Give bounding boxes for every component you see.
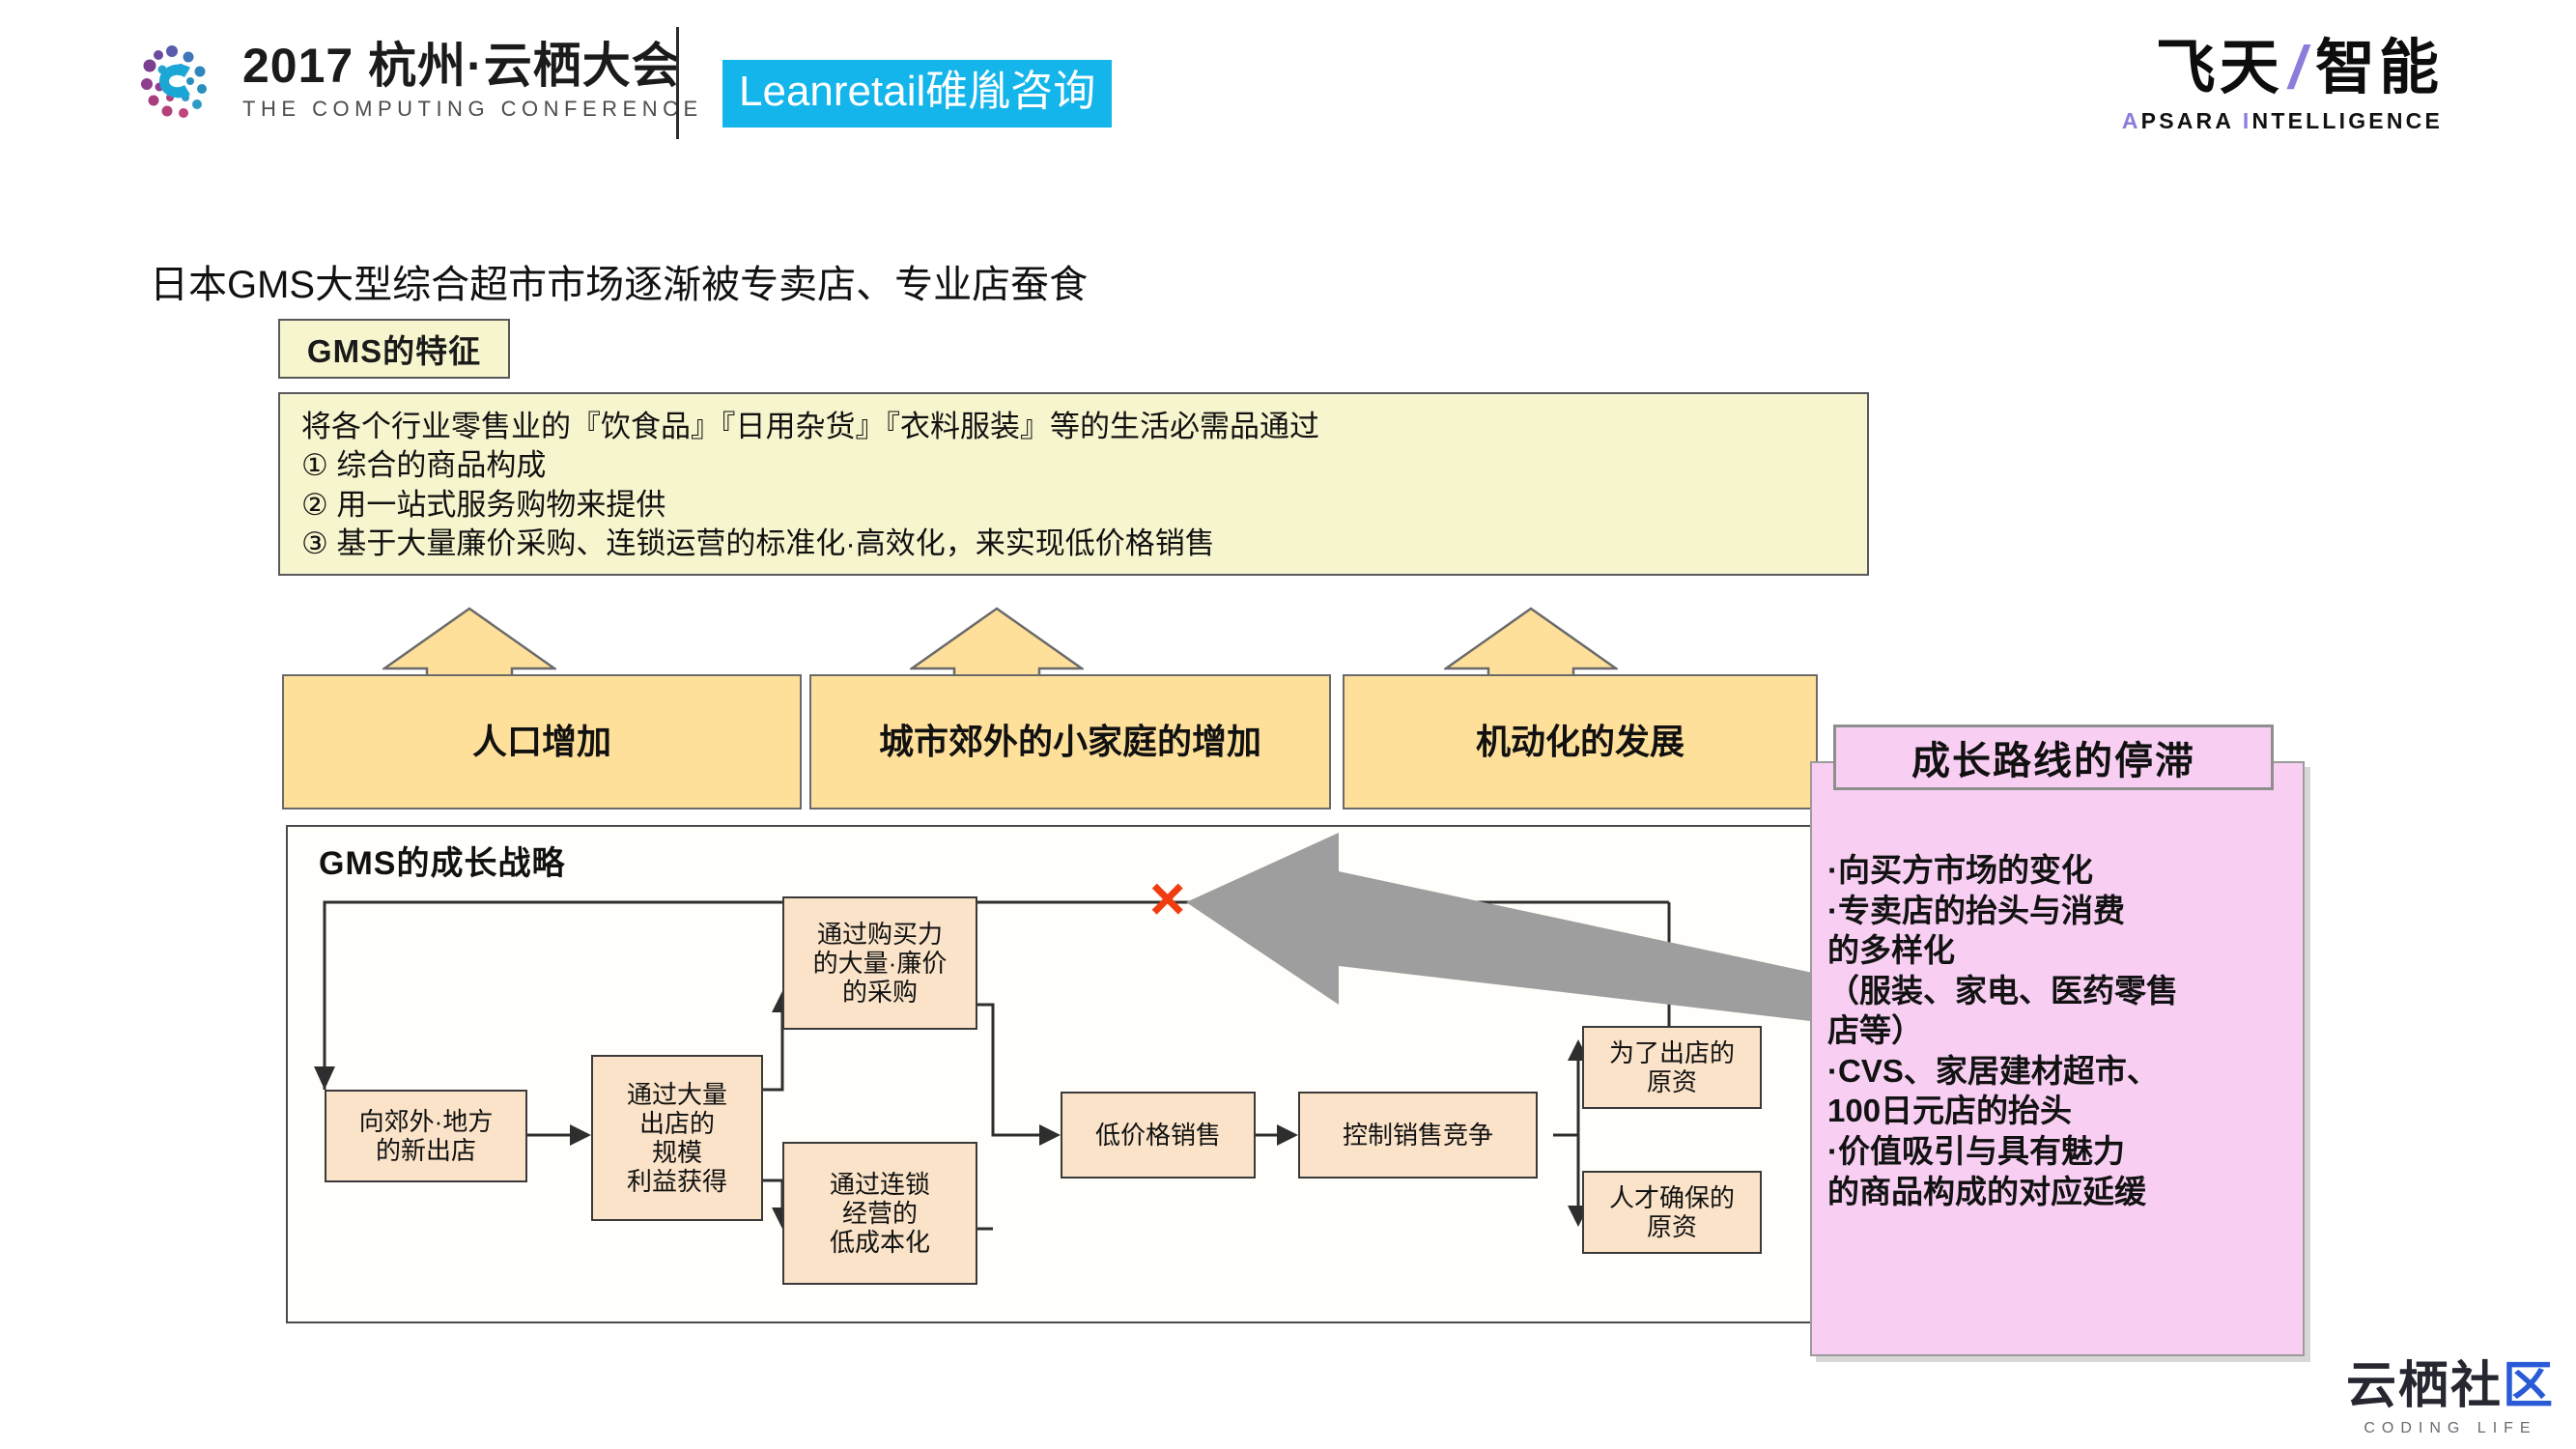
flow-node-box: 通过购买力 的大量·廉价 的采购 [782, 896, 977, 1030]
strategy-panel-title: GMS的成长战略 [319, 845, 566, 882]
stagnation-line: 店等） [1827, 1012, 1923, 1049]
stagnation-tag: 成长路线的停滞 [1833, 724, 2274, 790]
stagnation-line: 的商品构成的对应延缓 [1827, 1173, 2146, 1209]
slide-header: 2017 杭州·云栖大会 THE COMPUTING CONFERENCE Le… [0, 0, 2576, 164]
stagnation-body: ·向买方市场的变化 ·专卖店的抬头与消费 的多样化 （服装、家电、医药零售 店等… [1827, 850, 2303, 1211]
driver-box: 机动化的发展 [1343, 674, 1818, 810]
conference-logo: 2017 杭州·云栖大会 THE COMPUTING CONFERENCE [130, 37, 703, 126]
presenter-badge: Leanretail碓胤咨询 [722, 60, 1113, 128]
apsara-en-i: I [2242, 108, 2252, 133]
stagnation-line: ·专卖店的抬头与消费 [1827, 892, 2125, 928]
gms-feature-line: 将各个行业零售业的『饮食品』『日用杂货』『衣料服装』等的生活必需品通过 [301, 410, 1319, 443]
conference-name: 杭州·云栖大会 [368, 38, 681, 93]
stagnation-line: ·向买方市场的变化 [1827, 852, 2093, 888]
yunqi-logo-en: CODING LIFE [2364, 1420, 2537, 1436]
stagnation-line: ·CVS、家居建材超市、 [1827, 1052, 2159, 1089]
stagnation-line: （服装、家电、医药零售 [1827, 972, 2178, 1009]
yunqi-community-logo: 云栖社区 CODING LIFE [2346, 1361, 2555, 1437]
apsara-cn-right: 智能 [2314, 35, 2443, 101]
flow-node-box: 通过大量 出店的 规模 利益获得 [591, 1055, 763, 1221]
gms-feature-tag: GMS的特征 [278, 319, 510, 379]
apsara-en-ntelligence: NTELLIGENCE [2251, 108, 2443, 133]
gms-feature-line: ② 用一站式服务购物来提供 [301, 487, 666, 522]
yunqi-logo-cn-main: 云栖社 [2345, 1358, 2503, 1414]
conference-year: 2017 [242, 38, 354, 93]
stagnation-line: 的多样化 [1827, 932, 1955, 969]
flow-node-box: 为了出店的 原资 [1582, 1026, 1762, 1109]
conference-title: 2017 杭州·云栖大会 [242, 41, 703, 92]
apsara-intelligence-logo: 飞天/智能 APSARA INTELLIGENCE [2122, 39, 2443, 134]
header-divider [676, 27, 679, 139]
computing-conference-mark-icon [130, 37, 219, 126]
flow-node-box: 低价格销售 [1061, 1092, 1256, 1179]
flow-node-box: 向郊外·地方 的新出店 [325, 1090, 527, 1182]
yunqi-logo-cn-accent: 区 [2502, 1358, 2555, 1414]
yunqi-logo-cn: 云栖社区 [2346, 1361, 2555, 1411]
flow-node-box: 控制销售竞争 [1298, 1092, 1538, 1179]
apsara-en-a: A [2121, 108, 2141, 133]
break-marker-x-icon: × [1149, 864, 1186, 933]
driver-box: 城市郊外的小家庭的增加 [809, 674, 1331, 810]
flow-node-box: 人才确保的 原资 [1582, 1171, 1762, 1254]
stagnation-line: 100日元店的抬头 [1827, 1093, 2073, 1129]
apsara-slash-icon: / [2288, 35, 2309, 101]
apsara-logo-en: APSARA INTELLIGENCE [2122, 108, 2443, 134]
stagnation-line: ·价值吸引与具有魅力 [1827, 1133, 2125, 1170]
stagnation-panel [1810, 761, 2305, 1356]
gms-feature-body: 将各个行业零售业的『饮食品』『日用杂货』『衣料服装』等的生活必需品通过 ① 综合… [278, 392, 1869, 576]
flow-node-box: 通过连锁 经营的 低成本化 [782, 1142, 977, 1285]
apsara-en-psara: PSARA [2140, 108, 2234, 133]
conference-subtitle: THE COMPUTING CONFERENCE [242, 97, 703, 122]
apsara-cn-left: 飞天 [2155, 35, 2283, 101]
gms-feature-line: ③ 基于大量廉价采购、连锁运营的标准化·高效化，来实现低价格销售 [301, 526, 1215, 560]
apsara-logo-cn: 飞天/智能 [2122, 39, 2443, 99]
conference-wordmark: 2017 杭州·云栖大会 THE COMPUTING CONFERENCE [242, 41, 703, 123]
page-title: 日本GMS大型综合超市市场逐渐被专卖店、专业店蚕食 [150, 264, 1089, 306]
gms-feature-line: ① 综合的商品构成 [301, 448, 547, 483]
driver-box: 人口增加 [282, 674, 802, 810]
